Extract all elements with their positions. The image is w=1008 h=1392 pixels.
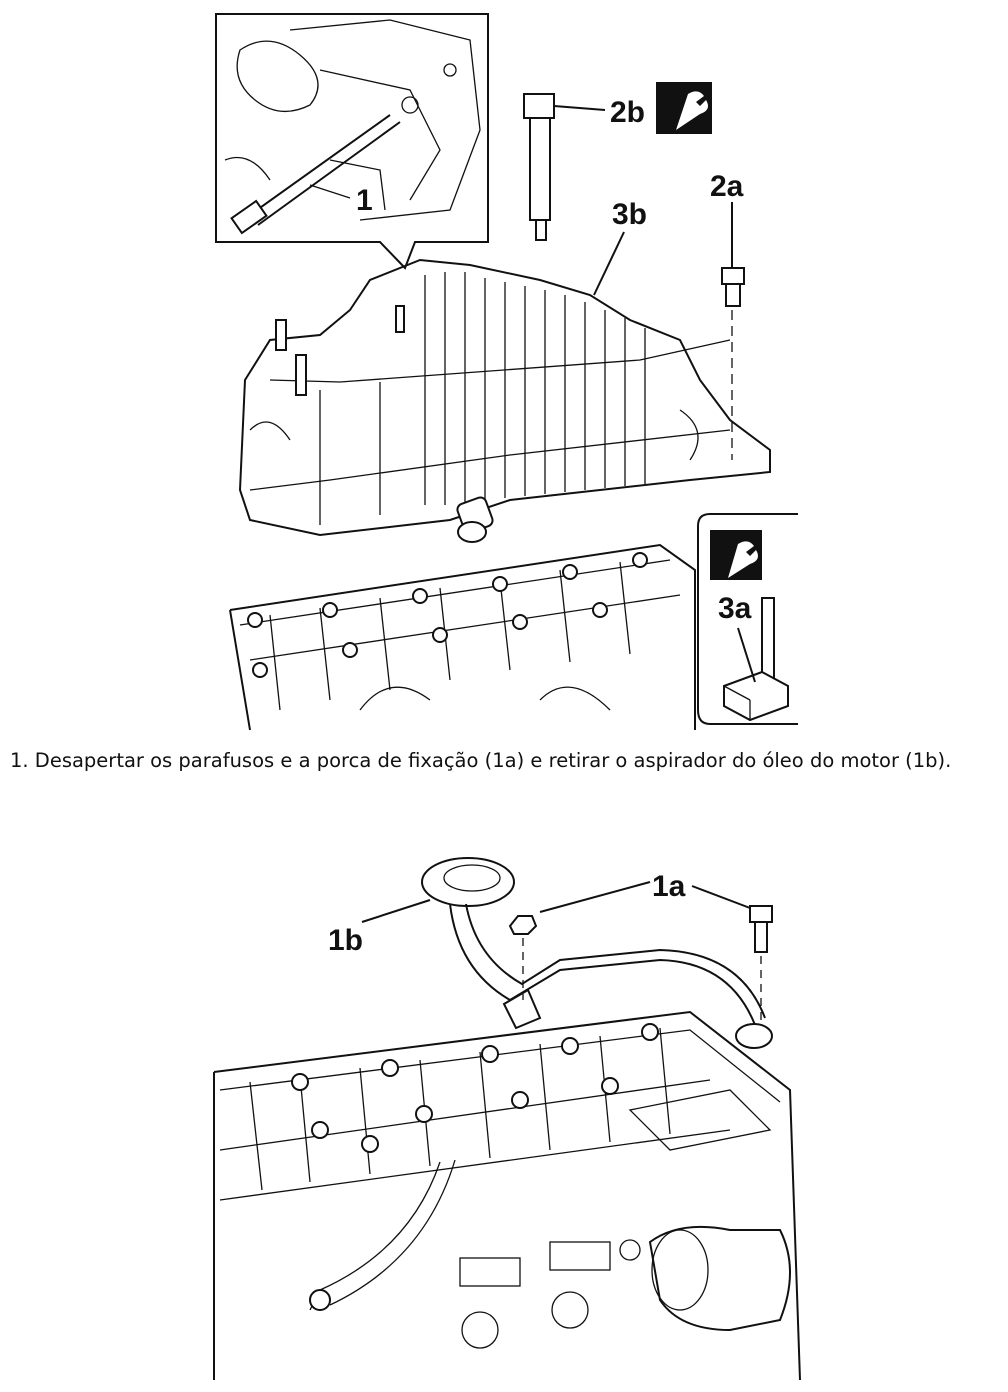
engine-block (213, 1010, 801, 1381)
short-bolt-2a: 2a (710, 170, 745, 460)
oil-pickup-illustration: 1b 1a (210, 850, 802, 1385)
label-2b: 2b (610, 96, 645, 129)
long-bolt-2b: 2b (523, 82, 712, 241)
inset-detail: 1 (215, 13, 489, 270)
oil-pan (238, 258, 771, 543)
nut-1a (508, 915, 538, 935)
label-1a: 1a (652, 870, 686, 903)
inset-tool-3a: 3a (697, 513, 798, 725)
oil-pan-illustration: 1 2b 2a 3b (210, 10, 802, 740)
label-1: 1 (356, 184, 373, 217)
label-3a: 3a (718, 592, 752, 625)
label-1b: 1b (328, 924, 363, 957)
label-2a: 2a (710, 170, 744, 203)
step-caption: 1. Desapertar os parafusos e a porca de … (10, 749, 952, 772)
oil-pickup-tube (421, 857, 773, 1049)
label-3b: 3b (612, 198, 647, 231)
engine-block (229, 543, 696, 731)
bolt-1a (749, 905, 773, 1022)
